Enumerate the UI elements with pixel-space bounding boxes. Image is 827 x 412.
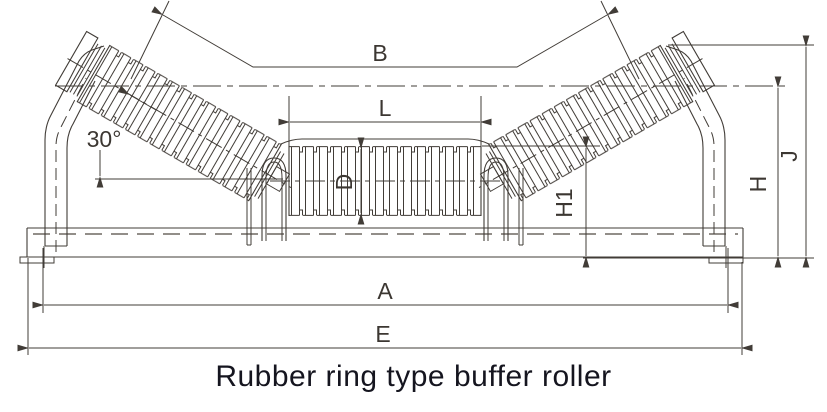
technical-drawing: B L D 30° H1 H [17, 0, 814, 355]
dim-e-extension-lines [27, 258, 743, 355]
beam-outline [26, 227, 744, 258]
dimension-L: L [278, 95, 492, 160]
drawing-caption: Rubber ring type buffer roller [215, 360, 612, 393]
dimension-E: E [17, 258, 753, 355]
dimension-H1: H1 [482, 136, 600, 268]
dim-label-b: B [372, 40, 387, 66]
dimension-angle: 30° [87, 86, 283, 188]
dim-label-l: L [379, 95, 392, 121]
dim-l-extension-lines [288, 96, 482, 160]
dimension-B: B [130, 0, 640, 80]
dimension-A: A [32, 248, 739, 313]
dimension-J: J [668, 35, 814, 268]
angle-arrow-axis [118, 86, 157, 111]
dim-label-angle: 30° [87, 126, 122, 152]
center-roller [270, 146, 500, 216]
right-side-roller [461, 29, 720, 217]
dim-label-j: J [776, 150, 802, 162]
beam-left-flange [19, 256, 55, 264]
dim-label-a: A [377, 278, 393, 304]
belt-profile-line [280, 138, 490, 145]
left-side-roller [50, 29, 309, 217]
dim-label-e: E [375, 321, 390, 347]
dim-label-h: H [745, 176, 771, 193]
dim-label-h1: H1 [551, 188, 577, 217]
dim-label-d: D [331, 174, 357, 191]
dimension-H: H [583, 76, 814, 268]
dimension-D: D [331, 137, 365, 225]
dim-b-line [151, 6, 619, 68]
